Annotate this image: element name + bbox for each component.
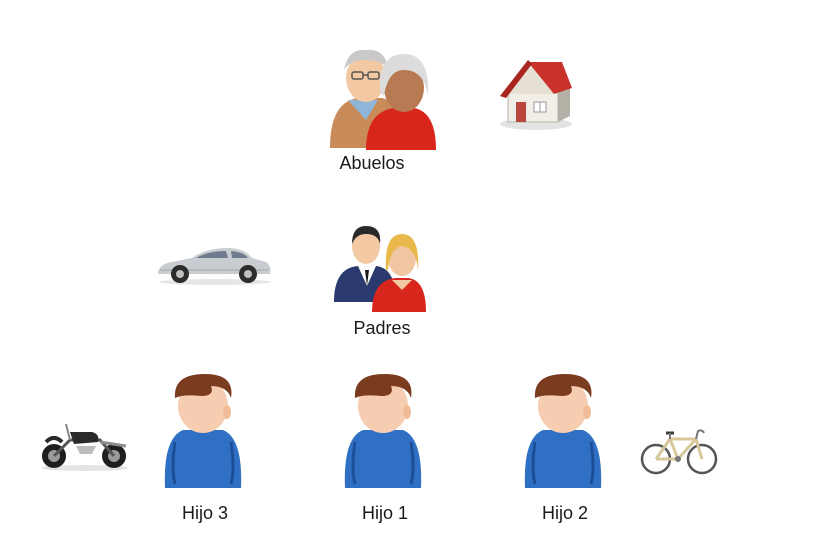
child-3-label: Hijo 3 xyxy=(181,503,229,523)
motorcycle-icon xyxy=(40,420,130,472)
grandparents-label: Abuelos xyxy=(339,153,405,173)
house-icon xyxy=(498,58,574,130)
car-icon xyxy=(156,244,274,286)
child-person-icon xyxy=(161,372,245,490)
child-2-label: Hijo 2 xyxy=(541,503,589,523)
parents-label: Padres xyxy=(353,318,411,338)
child-1-label: Hijo 1 xyxy=(361,503,409,523)
child-person-icon xyxy=(341,372,425,490)
bicycle-icon xyxy=(640,425,720,477)
parents-icon xyxy=(332,222,428,314)
child-person-icon xyxy=(521,372,605,490)
grandparents-icon xyxy=(322,40,438,152)
